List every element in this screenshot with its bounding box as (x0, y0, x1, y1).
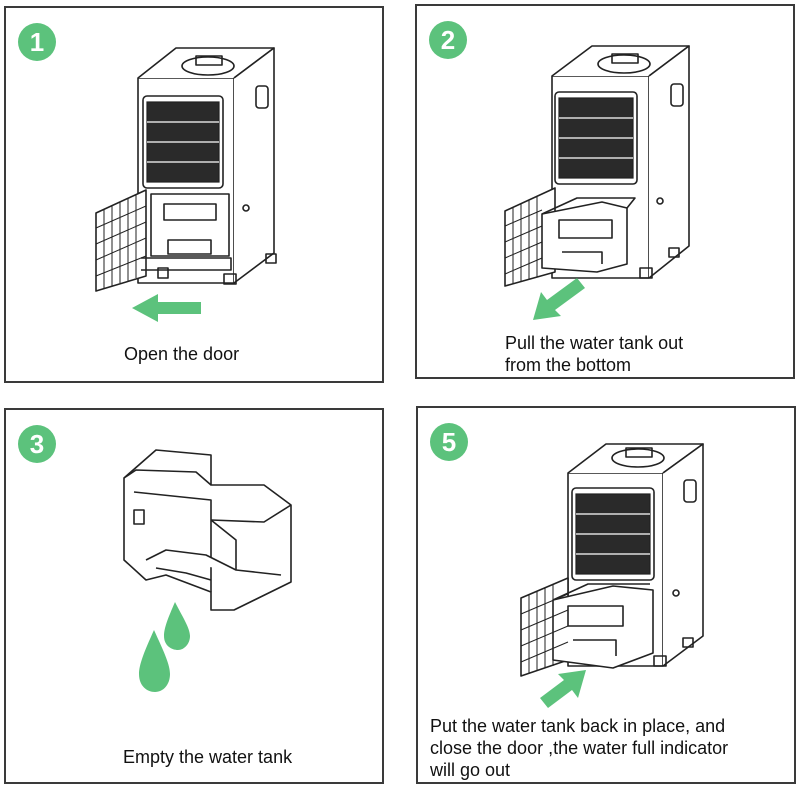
up-right-arrow-icon (540, 670, 586, 708)
down-left-arrow-icon (533, 278, 585, 320)
water-drop-icon (139, 602, 190, 692)
step-3-panel: 3 Empty the water tank (4, 408, 384, 784)
step-1-caption: Open the door (124, 344, 240, 364)
step-2-caption: Pull the water tank out from the bottom (505, 333, 684, 375)
dehumidifier-tank-out-illustration (504, 45, 690, 320)
step-1-panel: 1 (4, 6, 384, 383)
dehumidifier-door-open-illustration (95, 47, 277, 322)
water-tank-emptying-illustration (123, 449, 292, 692)
step-2-badge: 2 (429, 21, 467, 59)
step-3-caption: Empty the water tank (123, 747, 293, 767)
dehumidifier-tank-back-illustration (520, 443, 704, 708)
left-arrow-icon (132, 294, 201, 322)
step-5-caption: Put the water tank back in place, and cl… (430, 716, 729, 780)
step-5-badge: 5 (430, 423, 468, 461)
step-5-panel: 5 (416, 406, 796, 784)
step-3-badge: 3 (18, 425, 56, 463)
step-1-badge: 1 (18, 23, 56, 61)
step-2-panel: 2 (415, 4, 795, 379)
